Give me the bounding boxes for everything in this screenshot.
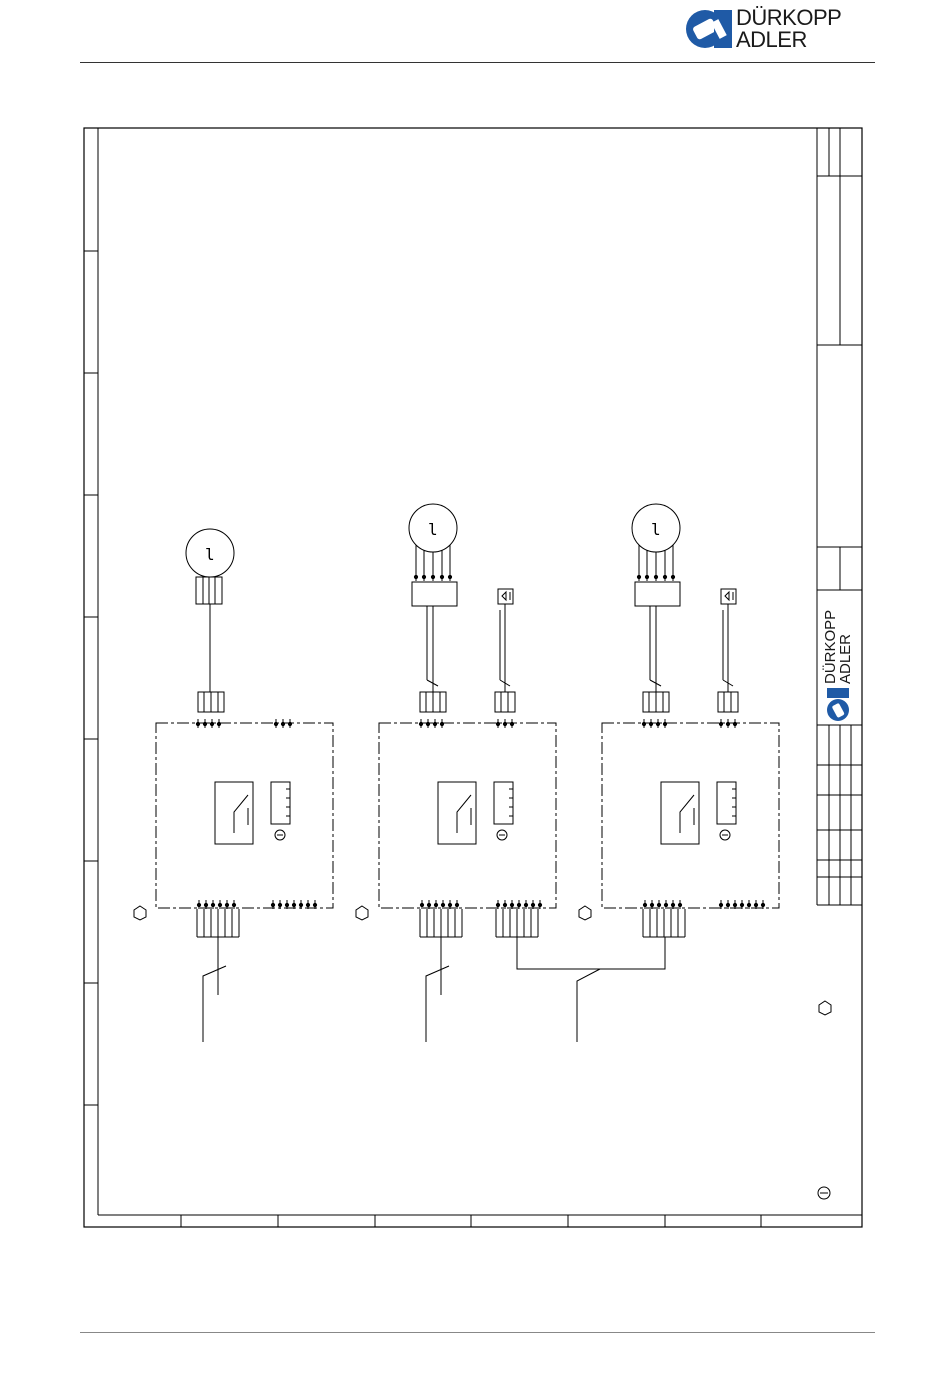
bus-cable bbox=[517, 937, 665, 1042]
unit-1: l bbox=[134, 529, 333, 1042]
title-logo-line2: ADLER bbox=[837, 634, 854, 684]
title-block-logo: DÜRKOPP ADLER bbox=[821, 610, 854, 721]
control-board-3 bbox=[602, 723, 779, 908]
hex-marker-1-icon bbox=[134, 906, 146, 920]
footer-rule bbox=[80, 1332, 875, 1333]
control-board-2 bbox=[379, 723, 556, 908]
motor-1-symbol: l bbox=[205, 545, 215, 564]
motor-2-symbol: l bbox=[428, 520, 438, 539]
unit-3: l bbox=[579, 504, 779, 937]
terminal-2 bbox=[494, 782, 513, 824]
hex-marker-3-icon bbox=[579, 906, 591, 920]
hex-marker-2-icon bbox=[356, 906, 368, 920]
unit-2: l bbox=[356, 504, 556, 1042]
hex-marker-4-icon bbox=[819, 1001, 831, 1015]
terminal-1 bbox=[271, 782, 290, 824]
sheet-frame bbox=[84, 128, 862, 1227]
title-block bbox=[817, 128, 862, 905]
control-board-1 bbox=[156, 723, 333, 908]
terminal-3 bbox=[717, 782, 736, 824]
motor-3-symbol: l bbox=[651, 520, 661, 539]
